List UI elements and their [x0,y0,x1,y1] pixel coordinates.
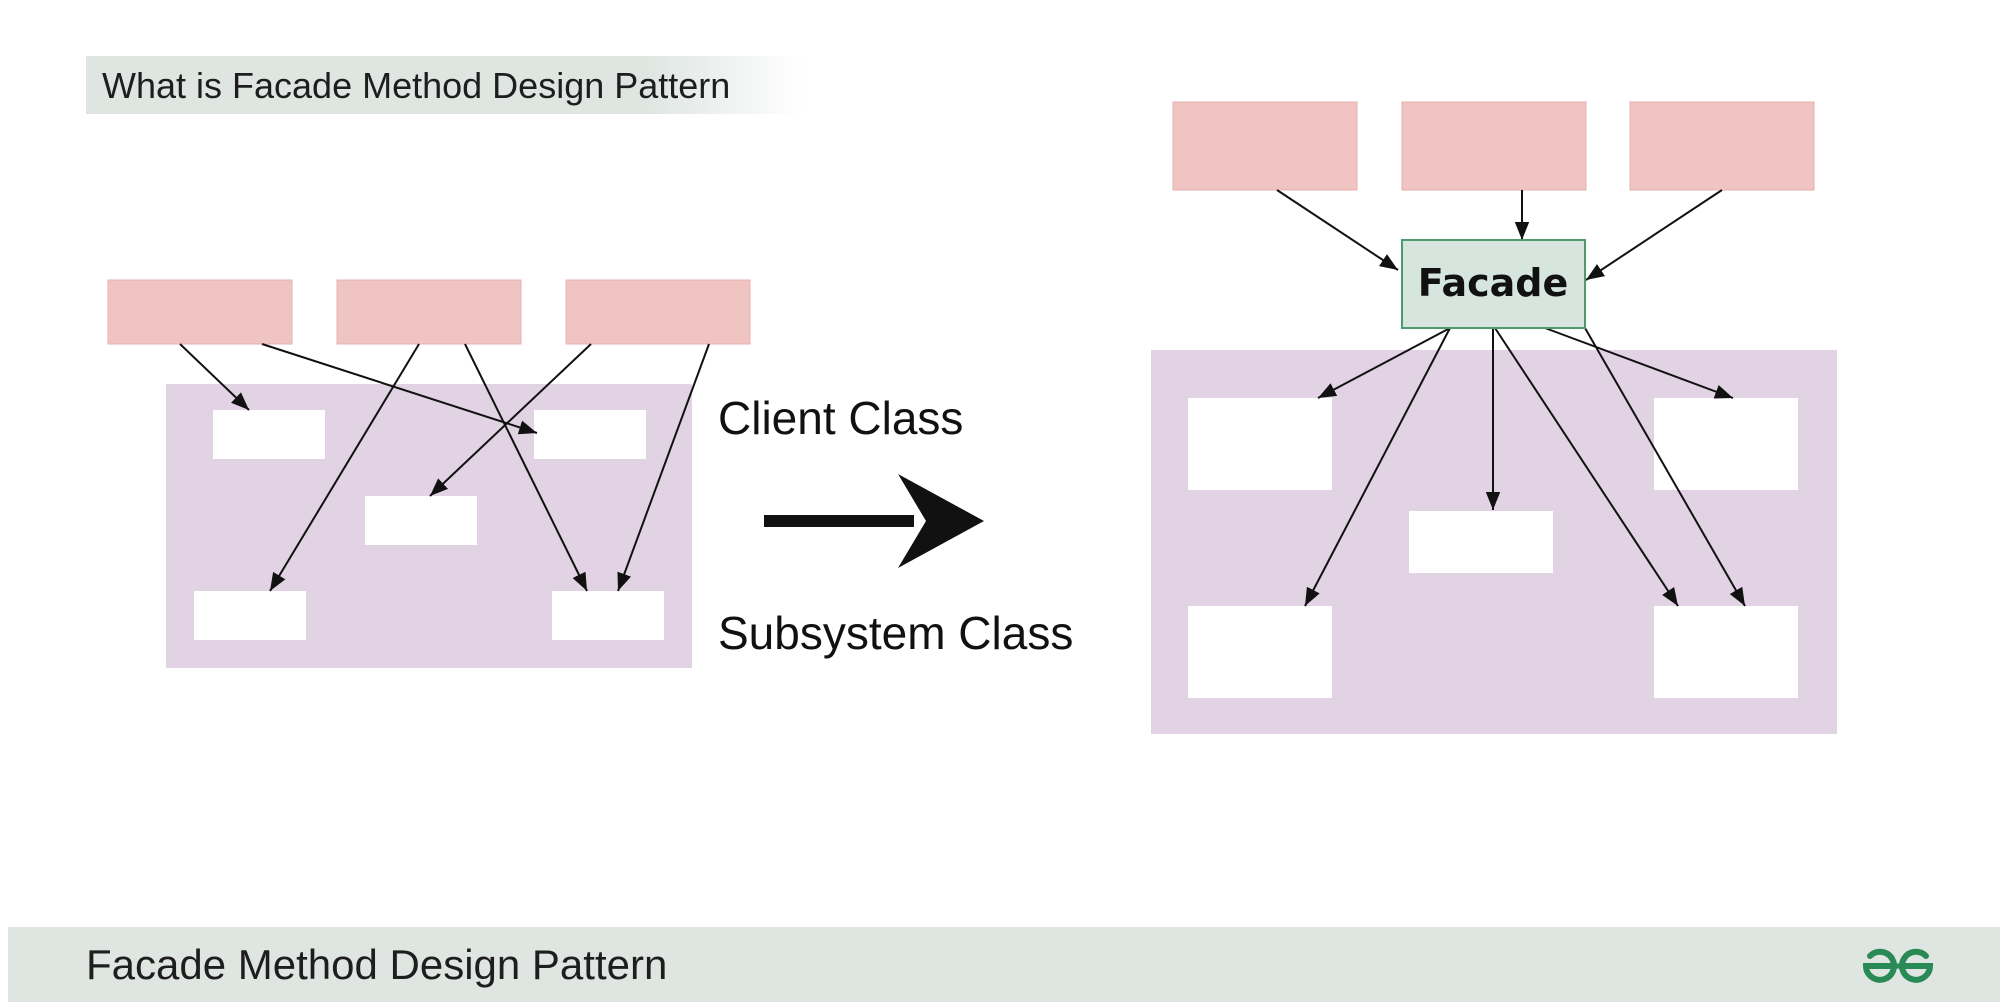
subsystem-class-label: Subsystem Class [718,607,1074,659]
subsystem-box-left-4 [194,591,306,640]
subsystem-box-right-2 [1654,398,1798,490]
arrow-left-5 [429,343,592,497]
client-box-right-3 [1629,101,1815,191]
subsystem-box-right-4 [1188,606,1332,698]
transition-arrow-shaft [764,515,914,527]
client-class-label: Client Class [718,392,964,444]
arrow-client-1-to-facade [1276,189,1399,271]
subsystem-box-right-3 [1409,511,1553,573]
arrow-facade-to-sub-4 [1304,327,1451,607]
with-facade-diagram: Facade [1151,101,1837,734]
client-box-right-2 [1401,101,1587,191]
subsystem-box-right-5 [1654,606,1798,698]
client-box-left-3 [565,279,751,345]
client-box-left-1 [107,279,293,345]
subsystem-box-left-5 [552,591,664,640]
arrow-facade-to-sub-1 [1317,327,1451,399]
subsystem-box-right-1 [1188,398,1332,490]
transition-arrow-head [898,474,984,568]
arrow-left-2 [261,343,538,435]
arrow-facade-to-sub-2 [1544,327,1734,399]
client-box-right-1 [1172,101,1358,191]
arrow-facade-to-sub-5b [1584,327,1746,607]
facade-box [1401,239,1586,329]
footer-bar [8,927,2000,1002]
facade-label: Facade [1418,261,1569,305]
subsystem-box-left-1 [213,410,325,459]
transition-arrow [764,474,984,568]
arrow-facade-to-sub-5a [1494,327,1679,607]
arrow-left-3 [269,343,420,592]
arrow-left-1 [179,343,250,411]
footer-title: Facade Method Design Pattern [86,941,668,988]
arrow-left-4 [464,343,588,592]
title-background [86,56,806,114]
subsystem-box-left-2 [534,410,646,459]
subsystem-box-left-3 [365,496,477,545]
arrow-client-3-to-facade [1585,189,1723,281]
arrow-left-6 [617,343,710,592]
gfg-logo-icon [1862,948,1934,983]
page-title: What is Facade Method Design Pattern [102,65,731,106]
client-box-left-2 [336,279,522,345]
without-facade-diagram [107,279,751,668]
